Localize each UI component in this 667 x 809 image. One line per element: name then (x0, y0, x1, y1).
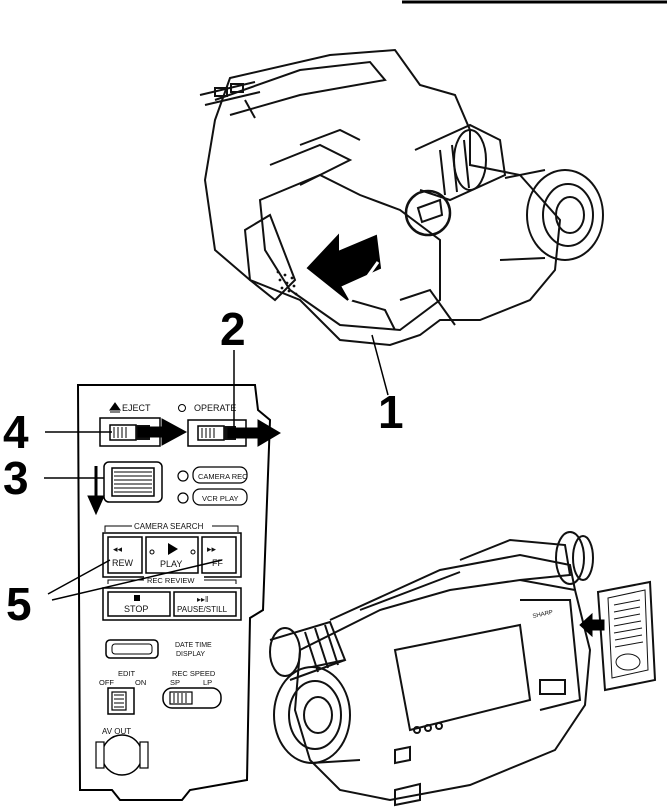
av-out-label: AV OUT (102, 727, 131, 736)
camera-rec-button[interactable] (192, 466, 248, 484)
callout-1: 1 (378, 386, 404, 438)
pause-still-label: PAUSE/STILL (177, 605, 228, 614)
insert-arrow (579, 612, 605, 638)
power-dial[interactable] (111, 467, 155, 497)
vcr-play-lamp (177, 492, 189, 504)
pause-still-button[interactable] (173, 591, 237, 617)
edit-off-label: OFF (99, 678, 114, 687)
rew-button[interactable] (107, 536, 143, 574)
operate-lamp (178, 404, 186, 412)
vcr-play-button[interactable] (192, 488, 248, 506)
latch-highlight-circle (404, 189, 452, 237)
slide-arrow (306, 233, 382, 313)
callout-1-line (371, 334, 389, 396)
play-label: PLAY (160, 559, 182, 569)
stop-label: STOP (124, 604, 148, 614)
camera-brand-label: SHARP (532, 610, 553, 620)
play-icon (168, 543, 178, 555)
date-time-label: DATE TIME (175, 642, 212, 649)
rec-speed-sp-label: SP (170, 678, 180, 687)
rew-label: REW (112, 558, 134, 568)
grip-texture (276, 270, 298, 296)
stop-icon (134, 595, 140, 601)
callout-4: 4 (3, 406, 29, 458)
eject-icon (109, 402, 121, 413)
camera-search-label: CAMERA SEARCH (134, 522, 204, 531)
callout-5: 5 (6, 578, 32, 630)
rew-icon: ◂◂ (113, 544, 123, 554)
camera-rec-lamp (177, 470, 189, 482)
camera-rec-label: CAMERA REC (198, 472, 248, 481)
callout-2: 2 (220, 303, 246, 355)
date-time-display-button[interactable] (105, 639, 159, 659)
ff-button[interactable] (201, 536, 237, 574)
edit-switch[interactable] (111, 691, 127, 711)
control-panel: EJECT OPERATE CAMERA REC VCR PLAY CAMERA… (76, 384, 272, 801)
camcorder-top-illustration (199, 48, 604, 347)
rec-speed-lp-label: LP (203, 678, 212, 687)
av-out-jack[interactable] (101, 734, 143, 776)
display-label: DISPLAY (176, 651, 205, 658)
vcr-play-label: VCR PLAY (202, 494, 239, 503)
cassette-illustration (596, 580, 657, 692)
rec-speed-switch[interactable] (169, 691, 193, 705)
rec-speed-label: REC SPEED (172, 669, 216, 678)
camcorder-bottom-illustration (269, 531, 594, 807)
rec-review-label: REC REVIEW (147, 576, 195, 585)
play-button[interactable] (145, 536, 199, 574)
callout-3: 3 (3, 452, 29, 504)
panel-arrows (44, 350, 281, 601)
eject-label: EJECT (122, 403, 151, 413)
edit-on-label: ON (135, 678, 146, 687)
ff-icon: ▸▸ (207, 544, 217, 554)
pause-icon: ▸▸ǁ (197, 595, 208, 604)
ff-label: FF (212, 558, 223, 568)
edit-label: EDIT (118, 669, 136, 678)
operate-label: OPERATE (194, 403, 236, 413)
